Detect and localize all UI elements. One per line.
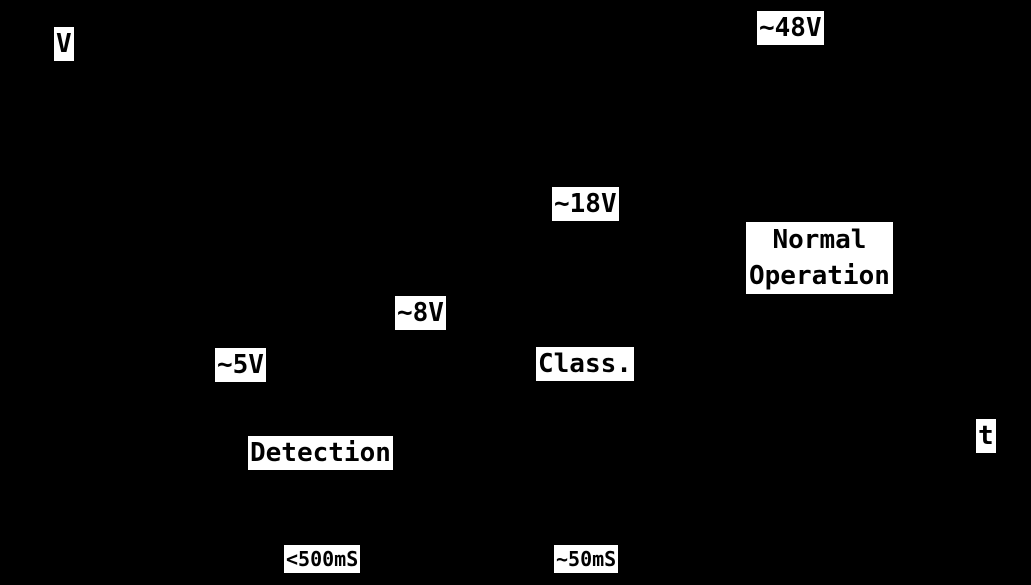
time-label-detection-duration: <500mS <box>284 545 361 573</box>
voltage-label-18v: ~18V <box>552 187 619 221</box>
stage-label-detection: Detection <box>248 436 393 470</box>
y-axis-label: V <box>54 27 74 61</box>
normal-operation-line1: Normal <box>772 225 867 255</box>
voltage-label-8v: ~8V <box>395 296 446 330</box>
stage-label-normal-operation: Normal Operation <box>746 222 893 294</box>
stage-label-classification: Class. <box>536 347 634 381</box>
normal-operation-line2: Operation <box>749 261 890 291</box>
time-label-classification-duration: ~50mS <box>554 545 619 573</box>
x-axis-label: t <box>976 419 996 453</box>
voltage-label-5v: ~5V <box>215 348 266 382</box>
voltage-label-48v: ~48V <box>757 11 824 45</box>
